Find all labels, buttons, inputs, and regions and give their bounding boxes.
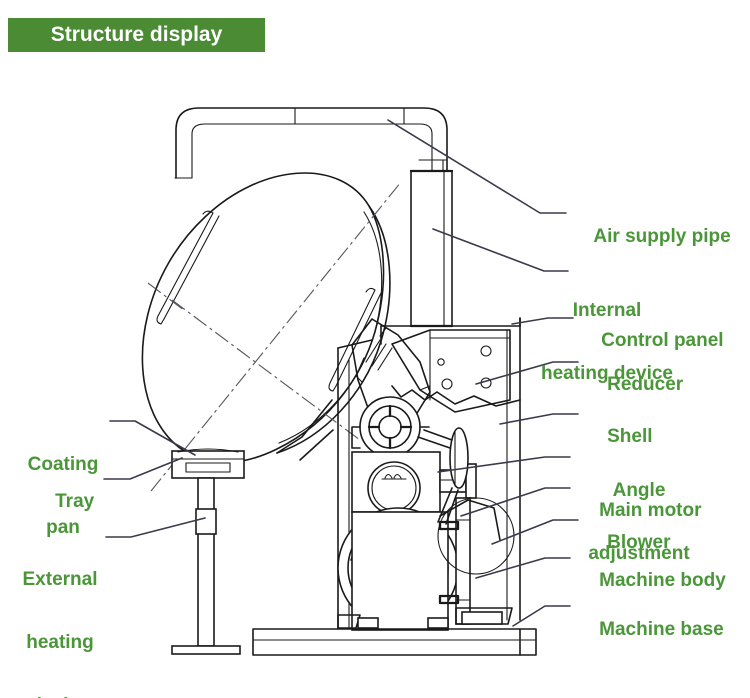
label-shell-line1: Shell: [607, 426, 653, 447]
label-coating-pan-line2: pan: [46, 517, 80, 538]
label-tray: Tray: [34, 470, 94, 533]
label-blower: Blower: [586, 511, 670, 574]
label-coating-pan-line1: Coating: [27, 454, 99, 475]
leader-blower: [491, 519, 579, 545]
label-machine-body-line1: Machine body: [599, 570, 726, 591]
machine-body-shape: [380, 317, 521, 621]
label-external-heating-device-line2: heating: [26, 632, 94, 653]
label-internal-heating-device: Internal heating device: [541, 258, 673, 426]
air-supply-pipe-shape: [174, 107, 448, 179]
label-control-panel: Control panel: [580, 309, 724, 372]
leader-internal-heating-device: [432, 228, 569, 272]
label-air-supply-pipe: Air supply pipe: [573, 205, 731, 268]
leader-coating-pan: [109, 420, 196, 456]
label-blower-line1: Blower: [607, 532, 671, 553]
label-reducer-line1: Reducer: [607, 374, 684, 395]
label-external-heating-device-line1: External: [22, 569, 98, 590]
leader-angle-adjustment: [437, 456, 571, 473]
label-machine-base: Machine base: [578, 598, 724, 661]
label-angle-adjustment-line1: Angle: [612, 480, 666, 501]
label-coating-pan: Coating pan: [28, 412, 99, 580]
machine-base-shape: [252, 607, 537, 656]
leader-external-heating-device: [105, 517, 206, 538]
main-motor-shape: [351, 451, 477, 515]
tray-shape: [171, 448, 245, 655]
label-machine-base-line1: Machine base: [599, 619, 724, 640]
label-machine-body: Machine body: [578, 549, 726, 612]
angle-adjustment-shape: [351, 318, 431, 458]
label-main-motor: Main motor: [578, 479, 702, 542]
label-external-heating-device-line3: device: [23, 695, 98, 698]
label-shell: Shell: [586, 405, 653, 468]
label-reducer: Reducer: [586, 353, 683, 416]
label-internal-heating-device-line2: heating device: [541, 363, 673, 384]
label-angle-adjustment: Angle adjustment: [588, 438, 689, 606]
leader-air-supply-pipe: [387, 119, 567, 214]
label-tray-line1: Tray: [55, 491, 95, 512]
label-main-motor-line1: Main motor: [599, 500, 702, 521]
label-internal-heating-device-line1: Internal: [572, 300, 642, 321]
leader-shell: [499, 413, 579, 425]
label-angle-adjustment-line2: adjustment: [588, 543, 690, 564]
leader-lines: [103, 119, 579, 627]
internal-heating-device-shape: [409, 159, 454, 328]
leader-machine-body: [475, 557, 571, 579]
leader-control-panel: [511, 317, 574, 325]
leader-tray: [103, 457, 183, 480]
blower-shape: [337, 507, 459, 631]
label-external-heating-device: External heating device: [23, 527, 98, 698]
leader-main-motor: [460, 487, 571, 517]
label-control-panel-line1: Control panel: [601, 330, 724, 351]
leader-machine-base: [512, 605, 571, 627]
label-air-supply-pipe-line1: Air supply pipe: [593, 226, 731, 247]
leader-reducer: [475, 361, 579, 385]
page-title-banner: Structure display: [8, 18, 265, 52]
page-title: Structure display: [50, 23, 223, 46]
